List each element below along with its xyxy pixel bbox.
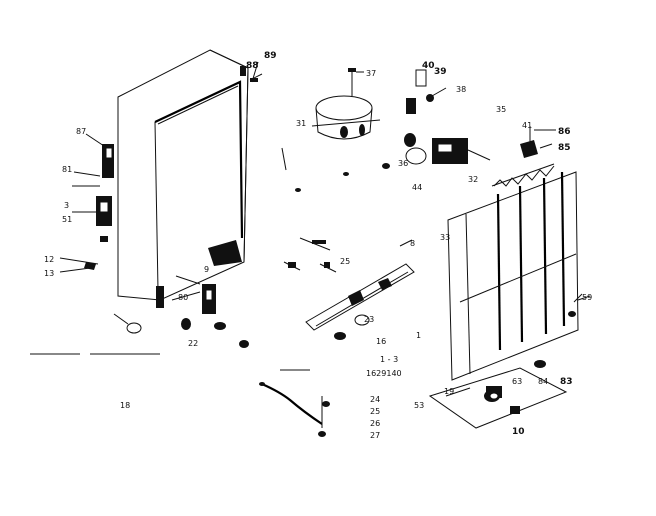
callout-53: 53 — [414, 401, 424, 410]
callout-86: 86 — [558, 127, 571, 137]
ref-line-1: 1629140 — [366, 369, 402, 378]
callout-18: 18 — [120, 401, 130, 410]
callout-8: 8 — [410, 239, 415, 248]
callout-25: 25 — [340, 257, 350, 266]
scan-marks — [30, 353, 310, 371]
callout-63: 63 — [512, 377, 522, 386]
callout-83: 83 — [560, 377, 573, 387]
callout-87: 87 — [76, 127, 86, 136]
power-cord — [259, 382, 330, 437]
bottom-label-2: 26 — [370, 419, 380, 428]
callout-31: 31 — [296, 119, 306, 128]
ref-line-0: 1 - 3 — [380, 355, 398, 364]
base-plate — [428, 367, 568, 429]
bottom-label-1: 25 — [370, 407, 380, 416]
callout-41: 41 — [522, 121, 532, 130]
callout-80: 80 — [178, 293, 188, 302]
left-control-assembly — [72, 144, 114, 242]
callout-16: 16 — [376, 337, 386, 346]
callout-36: 36 — [398, 159, 408, 168]
callout-59: 59 — [582, 293, 592, 302]
bottom-hinge-parts — [59, 240, 249, 348]
callout-1: 1 — [416, 331, 421, 340]
relay-overload-parts — [382, 69, 491, 169]
leader-lines — [73, 71, 583, 325]
callout-33: 33 — [440, 233, 450, 242]
callout-88: 88 — [246, 61, 259, 71]
drain-trough — [305, 263, 415, 331]
callout-37: 37 — [366, 69, 376, 78]
callout-85: 85 — [558, 143, 571, 153]
cabinet-back-panel — [117, 49, 249, 301]
callout-13: 13 — [44, 269, 54, 278]
callout-39: 39 — [434, 67, 447, 77]
callout-23: 23 — [364, 315, 374, 324]
bottom-label-stack: 24 25 26 27 — [370, 395, 380, 440]
trough-hardware — [283, 237, 413, 340]
bottom-label-3: 27 — [370, 431, 380, 440]
condenser-fittings — [520, 126, 591, 368]
callout-40: 40 — [422, 61, 435, 71]
callout-35: 35 — [496, 105, 506, 114]
callout-3: 3 — [64, 201, 69, 210]
callout-22: 22 — [188, 339, 198, 348]
callout-10: 10 — [512, 427, 525, 437]
callout-38: 38 — [456, 85, 466, 94]
callout-51: 51 — [62, 215, 72, 224]
callout-89: 89 — [264, 51, 277, 61]
callout-44: 44 — [412, 183, 422, 192]
bottom-label-0: 24 — [370, 395, 380, 404]
callout-84: 84 — [538, 377, 548, 386]
callout-12: 12 — [44, 255, 54, 264]
condenser-coil — [447, 163, 579, 381]
callout-81: 81 — [62, 165, 72, 174]
callout-19: 19 — [444, 387, 454, 396]
callout-32: 32 — [468, 175, 478, 184]
reference-text: 1 - 3 1629140 — [366, 355, 402, 378]
part-callouts: 88 89 37 40 39 38 31 35 41 86 85 87 81 3… — [44, 51, 592, 437]
callout-9: 9 — [204, 265, 209, 274]
compressor — [311, 68, 381, 140]
compressor-mount-parts — [281, 147, 349, 192]
